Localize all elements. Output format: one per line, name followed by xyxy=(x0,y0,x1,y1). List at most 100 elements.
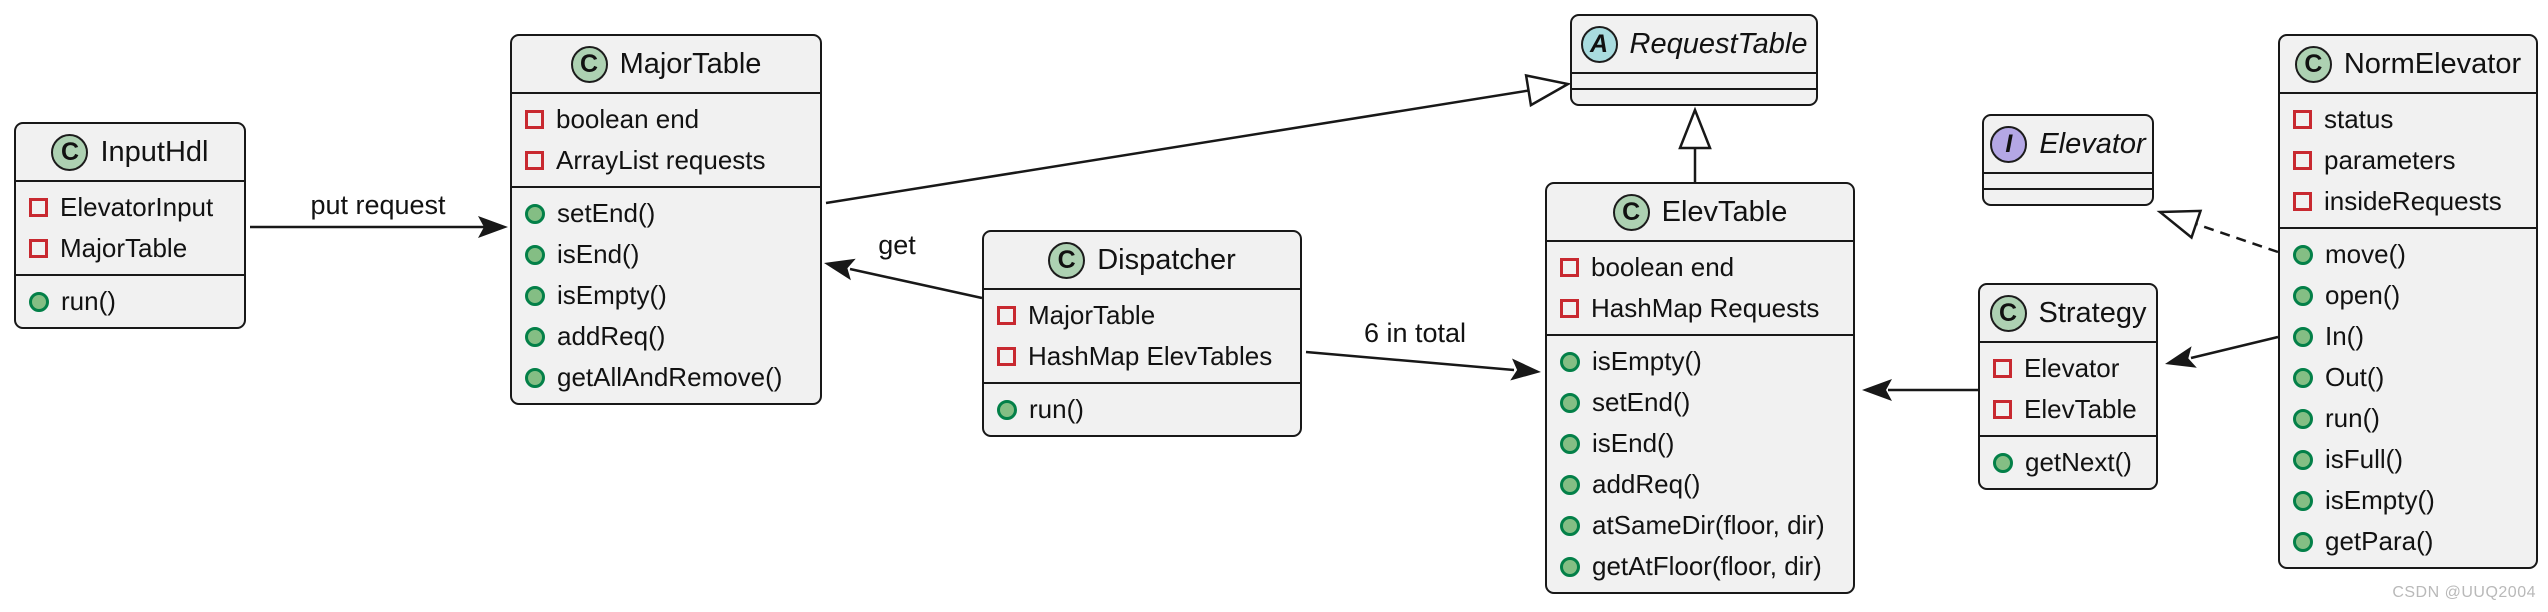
method-row: isEmpty() xyxy=(2280,480,2536,521)
class-badge-icon: C xyxy=(2294,45,2332,83)
methods-compartment: isEmpty() setEnd() isEnd() addReq() atSa… xyxy=(1547,334,1853,592)
class-normelevator-header: C NormElevator xyxy=(2280,36,2536,92)
method-marker-icon xyxy=(2293,285,2313,306)
field-label: parameters xyxy=(2324,145,2456,175)
edge-get xyxy=(824,258,983,300)
method-row: open() xyxy=(2280,275,2536,316)
field-label: ElevTable xyxy=(2024,394,2137,424)
edge-six-in-total xyxy=(1305,350,1541,381)
field-row: boolean end xyxy=(512,99,820,140)
method-marker-icon xyxy=(1560,515,1580,536)
field-row: insideRequests xyxy=(2280,181,2536,222)
field-row: boolean end xyxy=(1547,247,1853,288)
empty-fields-compartment xyxy=(1572,72,1816,88)
field-row: ArrayList requests xyxy=(512,140,820,181)
method-marker-icon xyxy=(525,326,545,347)
field-label: HashMap ElevTables xyxy=(1028,341,1273,371)
class-badge-icon: C xyxy=(1048,241,1086,279)
edge-label-six-in-total: 6 in total xyxy=(1363,318,1467,348)
class-elevator-header: I Elevator xyxy=(1984,116,2152,172)
class-badge-icon: C xyxy=(570,45,608,83)
edge-label-put-request: put request xyxy=(310,190,446,220)
field-row: MajorTable xyxy=(16,228,244,269)
method-label: isEnd() xyxy=(1592,428,1675,458)
method-marker-icon xyxy=(1560,351,1580,372)
method-label: isFull() xyxy=(2325,444,2403,474)
class-majortable: C MajorTable boolean end ArrayList reque… xyxy=(510,34,822,405)
method-marker-icon xyxy=(525,367,545,388)
method-label: getAllAndRemove() xyxy=(557,362,783,392)
edge-elev-extends-request xyxy=(1678,106,1712,182)
field-marker-icon xyxy=(29,239,48,258)
method-label: getAtFloor(floor, dir) xyxy=(1592,551,1822,581)
method-row: setEnd() xyxy=(1547,382,1853,423)
fields-compartment: ElevatorInput MajorTable xyxy=(16,180,244,274)
method-row: isEnd() xyxy=(512,234,820,275)
field-marker-icon xyxy=(29,198,48,217)
method-marker-icon xyxy=(2293,408,2313,429)
method-row: In() xyxy=(2280,316,2536,357)
method-marker-icon xyxy=(1560,433,1580,454)
field-row: ElevatorInput xyxy=(16,187,244,228)
field-label: ElevatorInput xyxy=(60,192,214,222)
class-badge-icon: C xyxy=(1989,294,2027,332)
field-marker-icon xyxy=(525,110,544,129)
field-marker-icon xyxy=(1560,299,1579,318)
field-marker-icon xyxy=(2293,151,2312,170)
method-row: getNext() xyxy=(1980,442,2156,483)
method-marker-icon xyxy=(1560,474,1580,495)
field-row: MajorTable xyxy=(984,295,1300,336)
method-marker-icon xyxy=(1560,556,1580,577)
method-row: atSameDir(floor, dir) xyxy=(1547,505,1853,546)
field-row: Elevator xyxy=(1980,348,2156,389)
class-badge-icon: C xyxy=(1612,193,1650,231)
methods-compartment: move() open() In() Out() run() isFull() … xyxy=(2280,227,2536,567)
method-row: getPara() xyxy=(2280,521,2536,562)
method-marker-icon xyxy=(525,203,545,224)
method-marker-icon xyxy=(2293,531,2313,552)
field-marker-icon xyxy=(525,151,544,170)
empty-methods-compartment xyxy=(1984,188,2152,204)
method-row: move() xyxy=(2280,234,2536,275)
class-name: ElevTable xyxy=(1661,195,1788,228)
field-label: HashMap Requests xyxy=(1591,293,1820,323)
fields-compartment: boolean end HashMap Requests xyxy=(1547,240,1853,334)
edge-put-request xyxy=(250,216,508,238)
field-row: HashMap ElevTables xyxy=(984,336,1300,377)
class-strategy-header: C Strategy xyxy=(1980,285,2156,341)
method-row: getAllAndRemove() xyxy=(512,357,820,398)
edge-major-extends-request xyxy=(825,73,1572,205)
method-label: isEmpty() xyxy=(1592,346,1702,376)
class-elevator-interface: I Elevator xyxy=(1982,114,2154,206)
method-label: run() xyxy=(61,286,116,316)
method-marker-icon xyxy=(2293,367,2313,388)
methods-compartment: run() xyxy=(984,382,1300,435)
method-row: addReq() xyxy=(1547,464,1853,505)
class-name: RequestTable xyxy=(1629,27,1808,60)
method-marker-icon xyxy=(29,291,49,312)
fields-compartment: MajorTable HashMap ElevTables xyxy=(984,288,1300,382)
method-row: isEnd() xyxy=(1547,423,1853,464)
empty-methods-compartment xyxy=(1572,88,1816,104)
method-label: In() xyxy=(2325,321,2364,351)
field-marker-icon xyxy=(1993,359,2012,378)
method-row: run() xyxy=(16,281,244,322)
method-row: Out() xyxy=(2280,357,2536,398)
class-requesttable: A RequestTable xyxy=(1570,14,1818,106)
method-row: getAtFloor(floor, dir) xyxy=(1547,546,1853,587)
method-marker-icon xyxy=(1560,392,1580,413)
class-dispatcher-header: C Dispatcher xyxy=(984,232,1300,288)
class-name: Dispatcher xyxy=(1097,243,1236,276)
field-marker-icon xyxy=(2293,192,2312,211)
method-marker-icon xyxy=(2293,244,2313,265)
method-label: getNext() xyxy=(2025,447,2132,477)
method-label: addReq() xyxy=(557,321,666,351)
class-name: MajorTable xyxy=(619,47,762,80)
method-row: run() xyxy=(2280,398,2536,439)
empty-fields-compartment xyxy=(1984,172,2152,188)
method-label: isEmpty() xyxy=(557,280,667,310)
field-label: ArrayList requests xyxy=(556,145,766,175)
field-row: status xyxy=(2280,99,2536,140)
class-name: NormElevator xyxy=(2343,47,2522,80)
method-label: move() xyxy=(2325,239,2406,269)
